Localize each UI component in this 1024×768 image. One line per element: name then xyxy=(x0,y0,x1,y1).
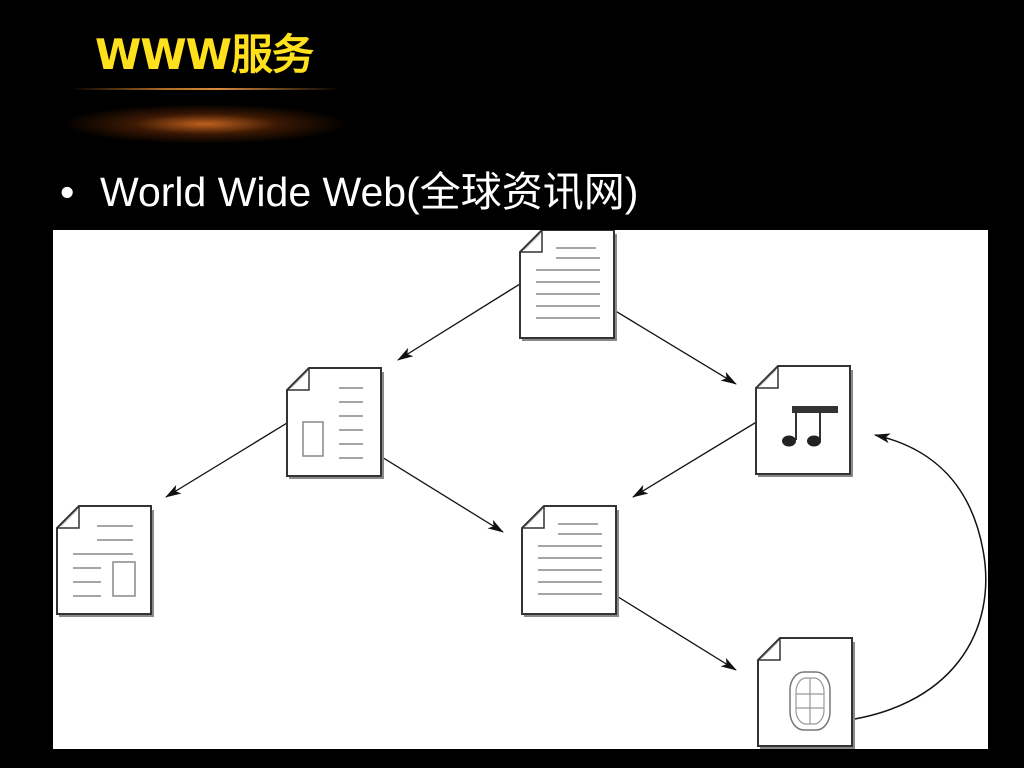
image-document-icon xyxy=(56,505,154,617)
bullet-item: • World Wide Web(全球资讯网) xyxy=(60,166,638,218)
bullet-text: World Wide Web(全球资讯网) xyxy=(100,169,639,215)
slide-title: WWW服务 xyxy=(95,30,314,79)
music-document-icon xyxy=(755,365,853,477)
title-glow xyxy=(60,104,350,144)
web-link-diagram xyxy=(53,229,988,749)
text-document-icon xyxy=(519,229,617,341)
diagram-canvas xyxy=(56,229,987,749)
link-music-to-center xyxy=(632,409,776,498)
bullet-marker: • xyxy=(60,169,75,215)
title-underline xyxy=(70,88,340,90)
image-document-icon xyxy=(286,367,384,479)
link-top-to-left-mid xyxy=(397,271,539,361)
video-document-icon xyxy=(757,637,855,749)
text-document-icon xyxy=(521,505,619,617)
